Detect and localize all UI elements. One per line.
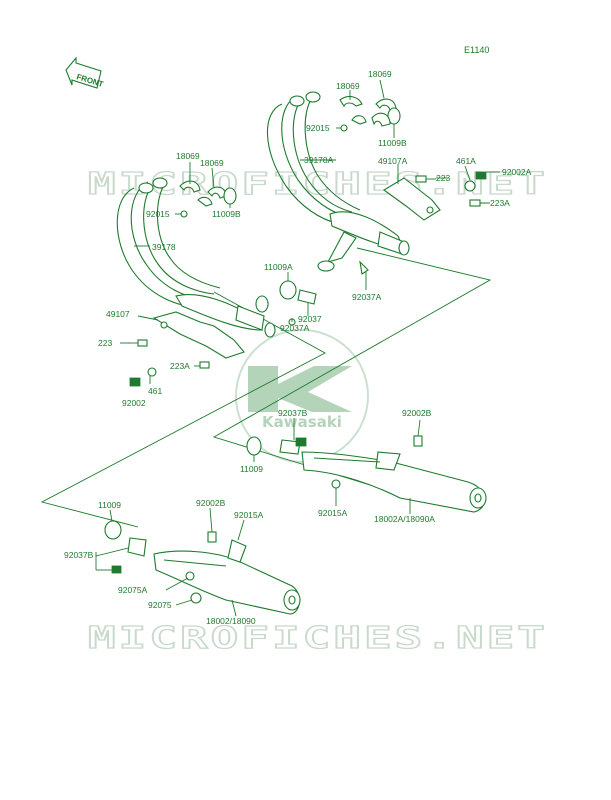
label-92037b: 92037B bbox=[278, 408, 308, 418]
label-11009: 11009 bbox=[98, 500, 121, 510]
hardware-right bbox=[339, 95, 489, 207]
muffler-left bbox=[104, 520, 301, 615]
header-pipe-left bbox=[116, 177, 276, 359]
part-labels: 18069 18069 92015 11009B 39178A 49107A 4… bbox=[64, 69, 532, 626]
label-18002a-18090a: 18002A/18090A bbox=[374, 514, 435, 524]
label-92002b: 92002B bbox=[402, 408, 432, 418]
label-92015: 92015 bbox=[146, 209, 170, 219]
label-461a: 461A bbox=[456, 156, 476, 166]
label-39178a: 39178A bbox=[304, 155, 334, 165]
label-49107a: 49107A bbox=[378, 156, 408, 166]
label-92002b: 92002B bbox=[196, 498, 226, 508]
label-92075: 92075 bbox=[148, 600, 172, 610]
label-49107: 49107 bbox=[106, 309, 130, 319]
kawasaki-logo-watermark: Kawasaki bbox=[235, 329, 369, 463]
label-92037b: 92037B bbox=[64, 550, 94, 560]
label-92015a: 92015A bbox=[234, 510, 264, 520]
label-223a: 223A bbox=[490, 198, 510, 208]
header-pipe-right bbox=[266, 91, 441, 275]
leader-lines bbox=[95, 79, 500, 617]
page-code: E1140 bbox=[464, 45, 489, 55]
label-11009a: 11009A bbox=[264, 262, 293, 272]
label-18069: 18069 bbox=[368, 69, 392, 79]
label-92037: 92037 bbox=[298, 314, 322, 324]
label-92037a: 92037A bbox=[280, 323, 310, 333]
label-92015: 92015 bbox=[306, 123, 330, 133]
label-92015a: 92015A bbox=[318, 508, 348, 518]
label-18002-18090: 18002/18090 bbox=[206, 616, 256, 626]
label-39178: 39178 bbox=[152, 242, 176, 252]
label-18069: 18069 bbox=[176, 151, 200, 161]
label-11009: 11009 bbox=[240, 464, 263, 474]
label-11009b: 11009B bbox=[212, 209, 241, 219]
front-arrow-icon: FRONT bbox=[65, 56, 105, 89]
label-18069: 18069 bbox=[200, 158, 224, 168]
label-92002a: 92002A bbox=[502, 167, 532, 177]
watermark-bottom: MICROFICHES.NET bbox=[88, 621, 548, 656]
logo-text: Kawasaki bbox=[262, 413, 342, 431]
label-223: 223 bbox=[98, 338, 112, 348]
label-18069: 18069 bbox=[336, 81, 360, 91]
label-92037a: 92037A bbox=[352, 292, 382, 302]
label-11009b: 11009B bbox=[378, 138, 407, 148]
label-92002: 92002 bbox=[122, 398, 146, 408]
label-223a: 223A bbox=[170, 361, 190, 371]
label-461: 461 bbox=[148, 386, 162, 396]
label-92075a: 92075A bbox=[118, 585, 148, 595]
label-223: 223 bbox=[436, 173, 450, 183]
muffler-right bbox=[246, 435, 487, 513]
